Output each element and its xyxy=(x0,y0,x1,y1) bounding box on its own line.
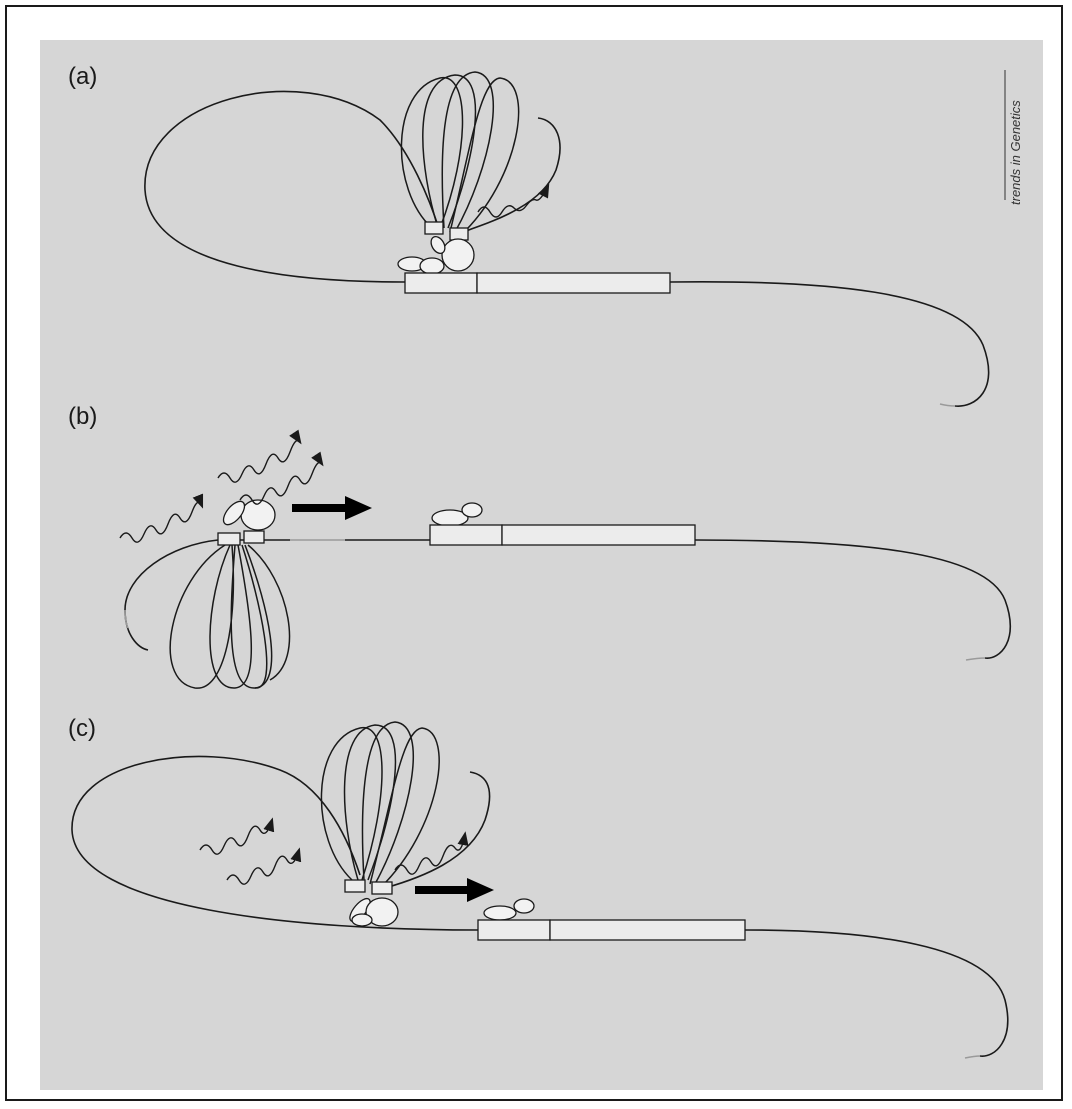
panel-c-complex-ellipse-3 xyxy=(352,914,372,926)
panel-c-transcript-arrow-2 xyxy=(227,850,299,884)
panel-a-complex-box-1 xyxy=(425,222,443,234)
panel-c-dna-small-loop xyxy=(385,772,490,888)
panel-a-dna-small-loop xyxy=(455,118,560,235)
panel-c-promoter-ellipse-2 xyxy=(514,899,534,913)
panel-c-complex-box-1 xyxy=(345,880,365,892)
panel-c-movement-arrow xyxy=(415,878,494,902)
panel-b-dna-tail xyxy=(695,540,1010,658)
journal-credit: trends in Genetics xyxy=(1008,100,1023,205)
panel-b-promoter-ellipse-2 xyxy=(462,503,482,517)
panel-a-lcr-loops xyxy=(401,72,518,236)
panel-b-dna-tail-end xyxy=(966,658,985,660)
panel-c-dna-tail-end xyxy=(965,1056,980,1058)
panel-c-complex-box-2 xyxy=(372,882,392,894)
panel-a-diagram xyxy=(145,72,989,406)
panel-b-gene-promoter xyxy=(430,525,502,545)
panel-c-dna-loop xyxy=(72,757,478,931)
panel-label-a: (a) xyxy=(68,63,97,90)
panel-a-dna-tail xyxy=(670,282,989,406)
panel-a-dna-loop xyxy=(145,91,440,282)
panel-label-c: (c) xyxy=(68,715,96,742)
panel-b-complex-box-1 xyxy=(218,533,240,545)
panel-c-dna-tail xyxy=(745,930,1008,1056)
panel-a-gene-promoter xyxy=(405,273,477,293)
panel-b-complex-box-2 xyxy=(244,531,264,543)
panel-c-promoter-ellipse-1 xyxy=(484,906,516,920)
panel-a-complex-ellipse-3 xyxy=(442,239,474,271)
panel-a-gene-body xyxy=(477,273,670,293)
panel-b-transcript-arrow-2 xyxy=(218,440,300,482)
panel-c-lcr-loops xyxy=(321,722,439,888)
panel-b-diagram xyxy=(120,440,1010,688)
panel-c-diagram xyxy=(72,722,1008,1058)
panel-b-lcr-loops xyxy=(170,545,289,688)
panel-a-dna-tail-end xyxy=(940,404,955,406)
panel-label-b: (b) xyxy=(68,403,97,430)
panel-b-gene-body xyxy=(502,525,695,545)
panel-c-gene-promoter xyxy=(478,920,550,940)
panel-b-transcript-arrow-1 xyxy=(120,502,202,542)
panel-c-gene-body xyxy=(550,920,745,940)
panel-a-complex-ellipse-2 xyxy=(420,258,444,274)
panel-c-transcript-arrow-1 xyxy=(200,820,272,854)
panel-c-transcript-arrow-3 xyxy=(395,834,465,874)
panel-a-complex-box-2 xyxy=(450,228,468,240)
panel-b-dna-left-loop-faint xyxy=(125,610,128,628)
panel-b-movement-arrow xyxy=(292,496,372,520)
